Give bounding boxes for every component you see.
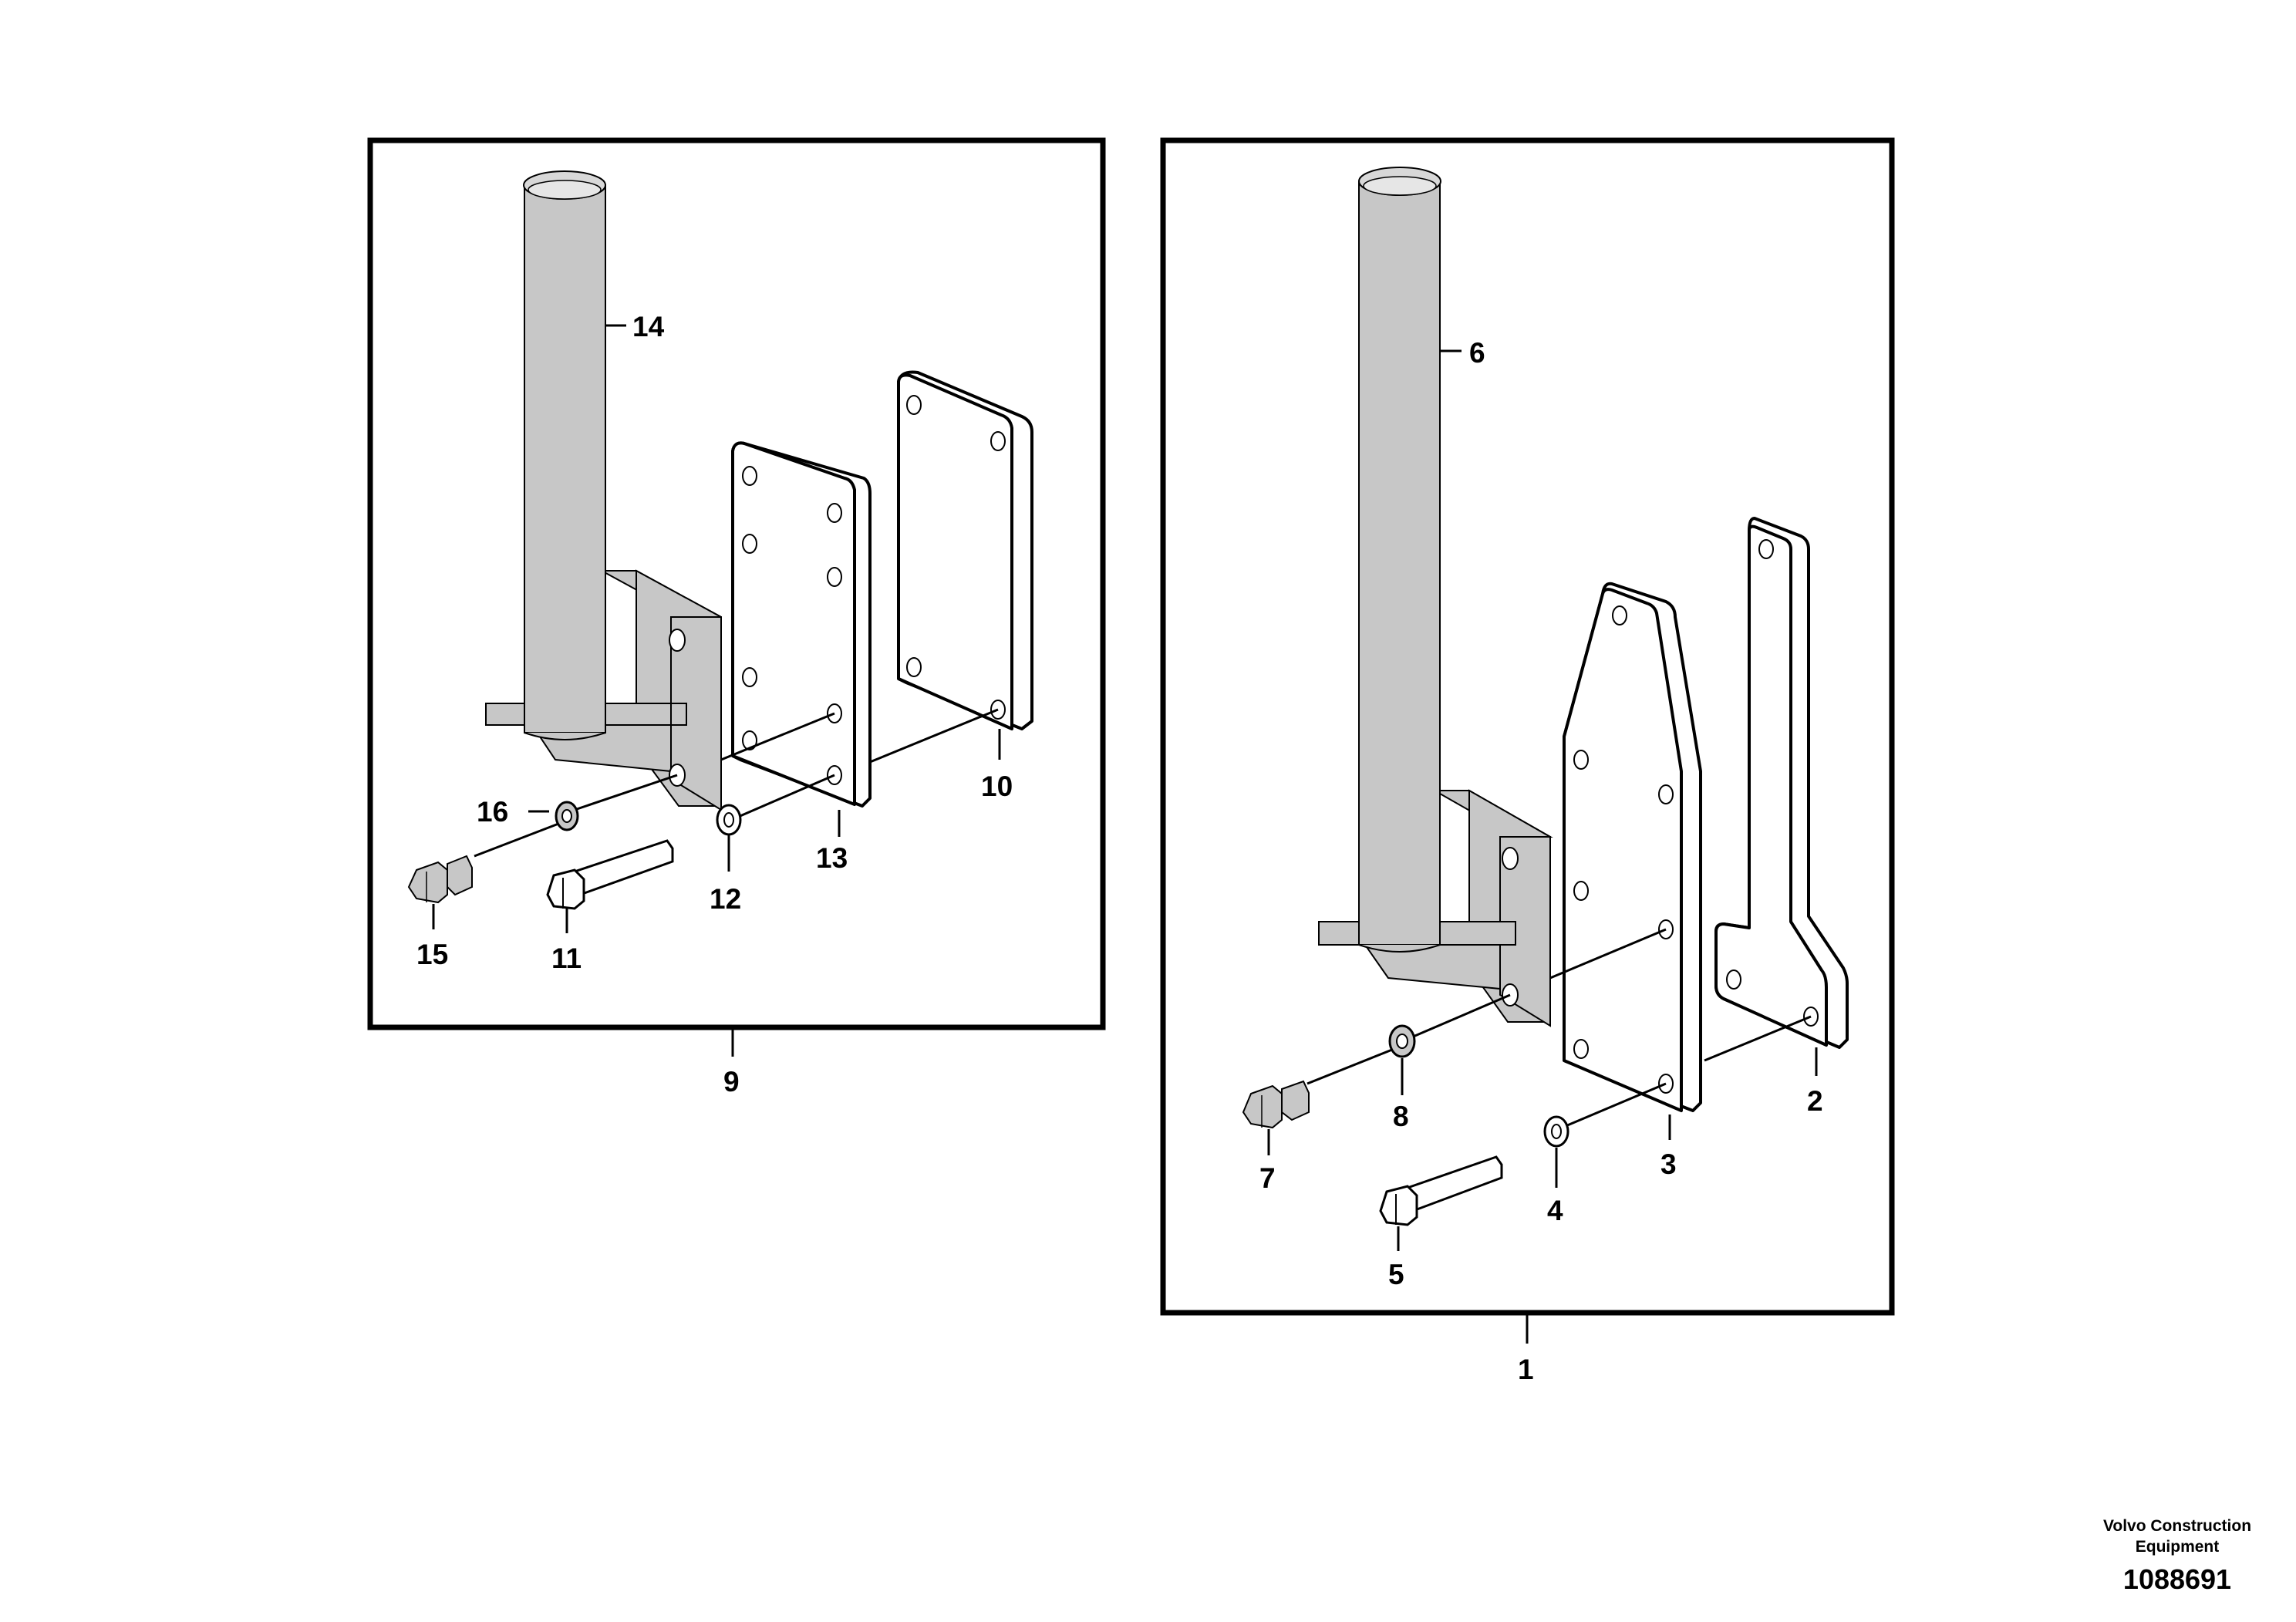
right-assembly-lines [1306, 928, 1812, 1128]
left-pipe [523, 170, 606, 740]
footer-brand: Volvo Construction Equipment 1088691 [2103, 1517, 2251, 1595]
callout-16: 16 [477, 796, 508, 828]
right-leader-lines [1267, 349, 1818, 1344]
callout-3: 3 [1660, 1148, 1677, 1180]
callout-6: 6 [1469, 337, 1485, 369]
callout-2: 2 [1807, 1085, 1823, 1117]
left-inner-plate [731, 441, 872, 808]
drawing-number: 1088691 [2123, 1563, 2231, 1595]
callout-15: 15 [416, 939, 448, 970]
left-bolt-long [546, 839, 674, 910]
callout-12: 12 [710, 883, 741, 915]
right-pipe [1358, 167, 1441, 953]
callout-7: 7 [1259, 1162, 1276, 1194]
right-bracket [1318, 789, 1553, 1027]
left-assembly: 14 10 13 12 16 15 11 9 [367, 137, 1106, 1098]
callout-13: 13 [816, 842, 848, 874]
right-bolt-long [1379, 1155, 1503, 1226]
callout-8: 8 [1393, 1101, 1409, 1132]
right-tapered-plate [1563, 582, 1702, 1112]
right-bolt-short [1242, 1080, 1310, 1129]
left-bracket [485, 569, 722, 811]
brand-line-1: Volvo Construction [2103, 1517, 2251, 1535]
callout-14: 14 [632, 311, 665, 342]
callout-1: 1 [1518, 1354, 1534, 1385]
left-assembly-lines [474, 708, 999, 858]
callout-10: 10 [981, 771, 1013, 802]
left-washer-long [716, 804, 742, 836]
right-washer-small [1388, 1024, 1416, 1058]
brand-line-2: Equipment [2136, 1538, 2220, 1556]
left-outer-plate [897, 370, 1033, 730]
callout-11: 11 [551, 943, 582, 974]
left-bolt-short [407, 855, 473, 904]
callout-4: 4 [1547, 1195, 1563, 1226]
right-washer-long [1543, 1115, 1569, 1148]
left-assembly-frame [367, 137, 1106, 1030]
left-leader-lines [432, 324, 1001, 1057]
callout-5: 5 [1388, 1259, 1404, 1290]
right-arm-bracket [1714, 517, 1849, 1049]
left-washer-small [555, 801, 579, 831]
right-assembly: 6 2 3 4 8 7 5 1 [1160, 137, 1895, 1385]
callout-9: 9 [723, 1066, 740, 1098]
